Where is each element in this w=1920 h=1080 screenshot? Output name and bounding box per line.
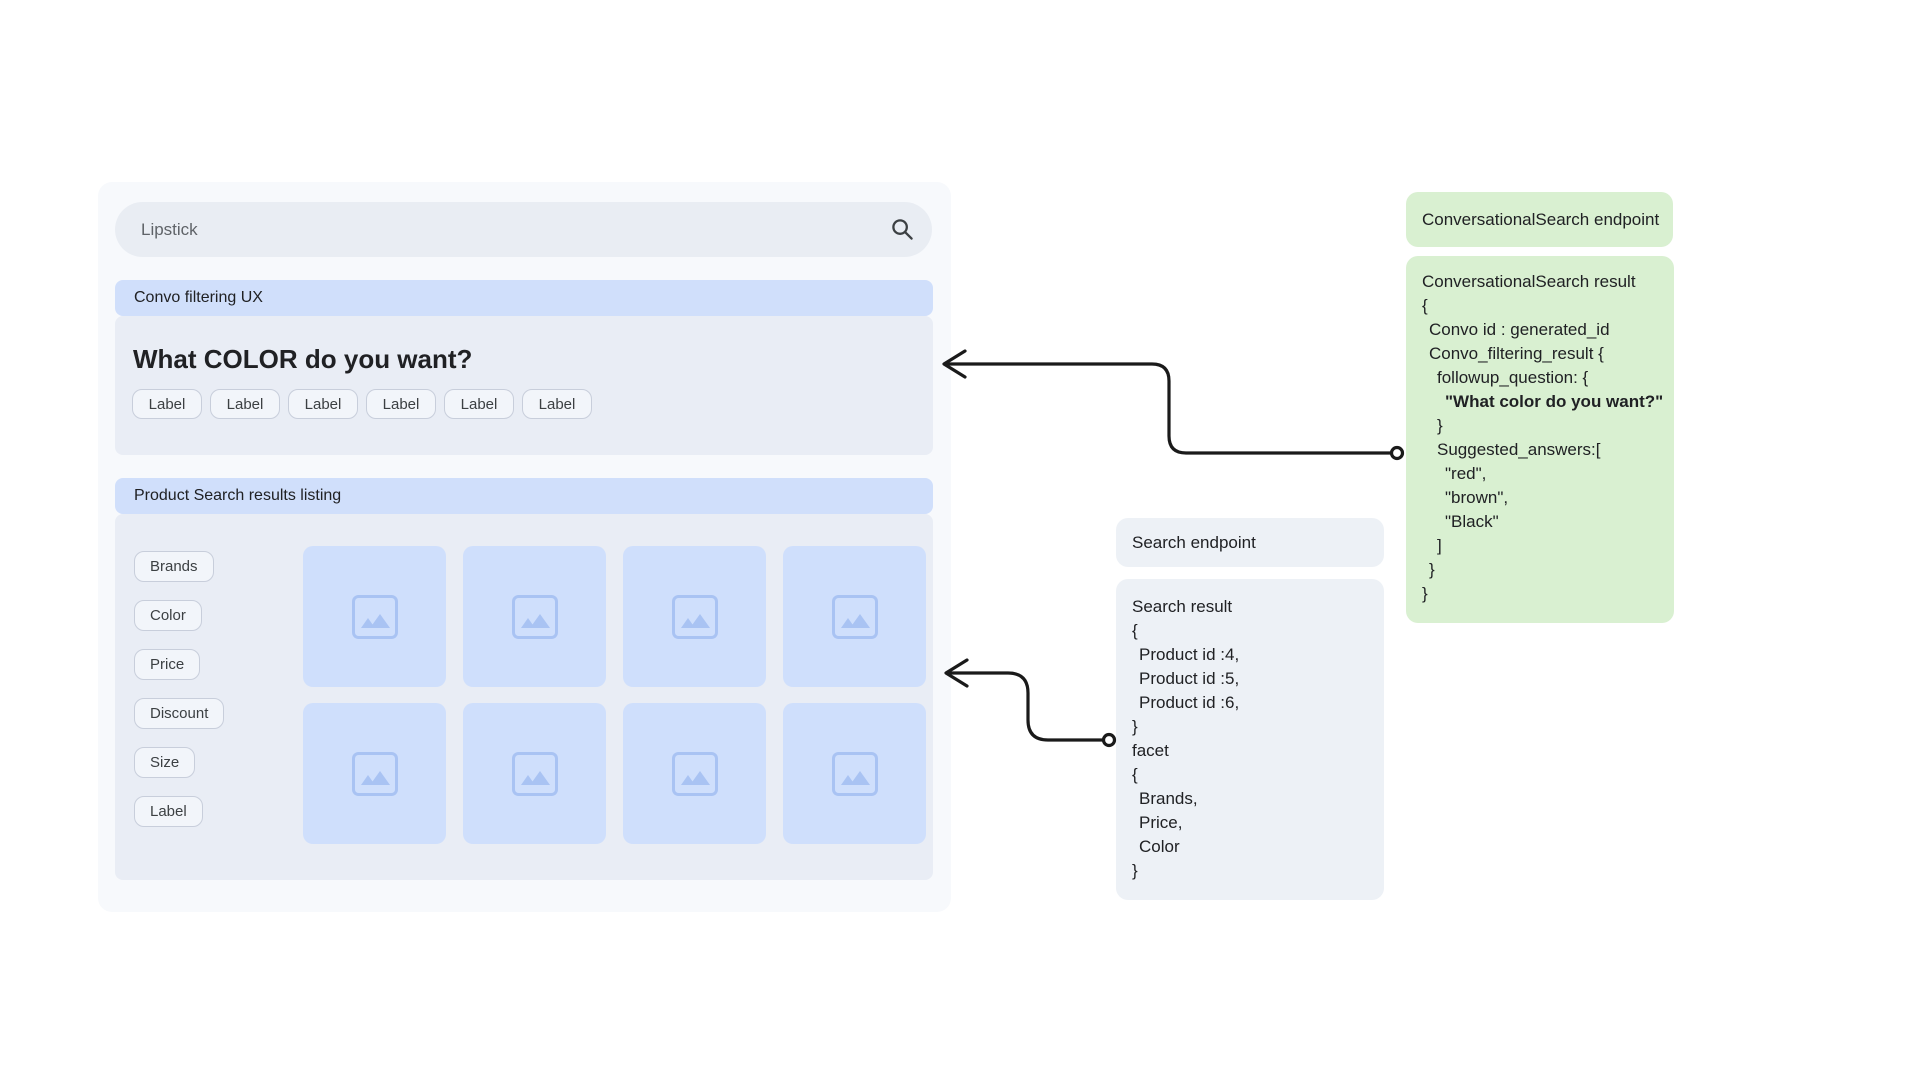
code-line: }	[1437, 416, 1443, 435]
image-placeholder-icon	[831, 751, 878, 796]
convo-result-note: ConversationalSearch result { Convo id :…	[1406, 256, 1674, 623]
code-line: }	[1429, 560, 1435, 579]
code-line: Convo id : generated_id	[1429, 320, 1610, 339]
product-tile[interactable]	[623, 546, 766, 687]
image-placeholder-icon	[671, 751, 718, 796]
followup-question-text: What COLOR do you want?	[133, 344, 473, 374]
convo-endpoint-note: ConversationalSearch endpoint	[1406, 192, 1673, 247]
search-ui-mockup: Lipstick Convo filtering UX What COLOR d…	[98, 182, 951, 912]
convo-endpoint-note-title: ConversationalSearch endpoint	[1422, 209, 1660, 229]
convo-filtering-section: What COLOR do you want? Label Label Labe…	[115, 316, 933, 455]
code-line: Product id :5,	[1139, 669, 1240, 688]
image-placeholder-icon	[831, 594, 878, 639]
suggested-answer-chips: Label Label Label Label Label Label	[132, 389, 592, 419]
facet-filter-price[interactable]: Price	[134, 649, 201, 680]
search-icon[interactable]	[891, 218, 914, 241]
results-listing-header: Product Search results listing	[115, 478, 933, 514]
product-result-grid	[303, 546, 926, 844]
image-placeholder-icon	[351, 594, 398, 639]
code-line: {	[1132, 621, 1138, 640]
connector-convo-result	[945, 362, 1394, 455]
code-line: "brown",	[1445, 488, 1509, 507]
code-line: }	[1132, 717, 1138, 736]
code-line: followup_question: {	[1437, 368, 1589, 387]
code-line: Product id :6,	[1139, 693, 1240, 712]
search-endpoint-note-title: Search endpoint	[1132, 532, 1256, 552]
product-tile[interactable]	[303, 546, 446, 687]
search-result-note-title: Search result	[1132, 597, 1233, 616]
image-placeholder-icon	[351, 751, 398, 796]
convo-filtering-header-label: Convo filtering UX	[134, 289, 263, 306]
product-tile[interactable]	[463, 546, 606, 687]
answer-chip[interactable]: Label	[288, 389, 358, 419]
facet-filter-list: Brands Color Price Discount Size Label	[134, 551, 225, 827]
code-line: facet	[1132, 741, 1169, 760]
facet-filter-size[interactable]: Size	[134, 747, 196, 778]
code-line: Brands,	[1139, 789, 1198, 808]
convo-result-note-title: ConversationalSearch result	[1422, 272, 1636, 291]
results-listing-header-label: Product Search results listing	[134, 487, 342, 504]
image-placeholder-icon	[671, 594, 718, 639]
code-line: Suggested_answers:[	[1437, 440, 1601, 459]
connector-search-result	[947, 671, 1106, 742]
code-line: }	[1422, 584, 1428, 603]
image-placeholder-icon	[511, 594, 558, 639]
code-line: Product id :4,	[1139, 645, 1240, 664]
code-line: Price,	[1139, 813, 1183, 832]
facet-filter-brands[interactable]: Brands	[134, 551, 214, 582]
code-line: }	[1132, 861, 1138, 880]
code-line: {	[1132, 765, 1138, 784]
product-tile[interactable]	[623, 703, 766, 844]
facet-filter-color[interactable]: Color	[134, 600, 202, 631]
product-tile[interactable]	[783, 546, 926, 687]
code-line: {	[1422, 296, 1428, 315]
convo-filtering-header: Convo filtering UX	[115, 280, 933, 316]
code-line: "red",	[1445, 464, 1487, 483]
search-input-value: Lipstick	[141, 219, 198, 239]
product-tile[interactable]	[303, 703, 446, 844]
code-line: Convo_filtering_result {	[1429, 344, 1604, 363]
search-input[interactable]: Lipstick	[115, 202, 932, 257]
answer-chip[interactable]: Label	[132, 389, 202, 419]
product-tile[interactable]	[783, 703, 926, 844]
code-line-followup-question: "What color do you want?"	[1445, 392, 1664, 411]
answer-chip[interactable]: Label	[522, 389, 592, 419]
code-line: "Black"	[1445, 512, 1499, 531]
connector-endpoint-dot-convo	[1389, 445, 1405, 461]
search-result-note: Search result { Product id :4, Product i…	[1116, 579, 1384, 900]
code-line: Color	[1139, 837, 1180, 856]
facet-filter-label[interactable]: Label	[134, 796, 203, 827]
answer-chip[interactable]: Label	[444, 389, 514, 419]
connector-endpoint-dot-search	[1101, 732, 1117, 748]
image-placeholder-icon	[511, 751, 558, 796]
facet-filter-discount[interactable]: Discount	[134, 698, 225, 729]
search-endpoint-note: Search endpoint	[1116, 518, 1384, 567]
answer-chip[interactable]: Label	[366, 389, 436, 419]
answer-chip[interactable]: Label	[210, 389, 280, 419]
code-line: ]	[1437, 536, 1442, 555]
product-tile[interactable]	[463, 703, 606, 844]
results-listing-section: Brands Color Price Discount Size Label	[115, 514, 933, 880]
